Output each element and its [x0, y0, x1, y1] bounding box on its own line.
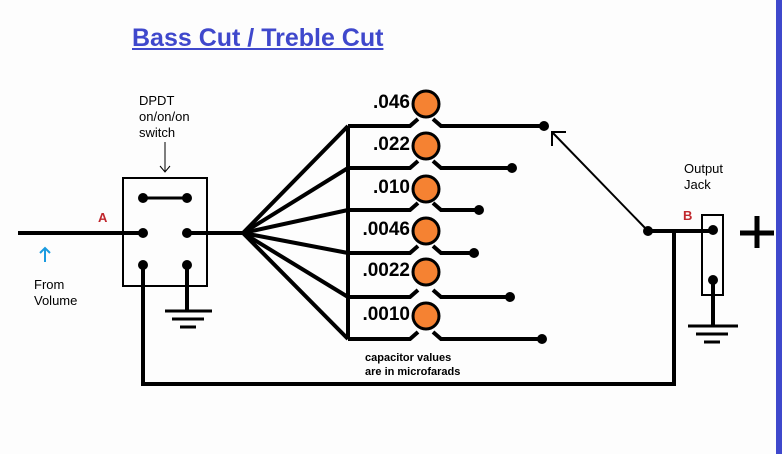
capacitor [411, 301, 441, 331]
note-line: capacitor values [365, 352, 452, 364]
capacitor-value-label: .0046 [362, 219, 410, 240]
capacitor-value-label: .0010 [362, 304, 410, 325]
capacitor-lead-out [431, 244, 474, 255]
capacitor [411, 257, 441, 287]
ground-icon [688, 324, 738, 344]
capacitor-lead-in [348, 330, 420, 341]
rotary-switch-terminal [539, 121, 549, 131]
fan-wire [241, 124, 350, 235]
capacitor-value-label: .022 [373, 134, 410, 155]
switch-label-line: DPDT [139, 93, 175, 108]
switch-terminal [182, 228, 192, 238]
capacitor-lead-out [431, 159, 512, 170]
rotary-switch-terminal [474, 205, 484, 215]
fan-wire [242, 208, 349, 235]
output-jack [701, 214, 724, 296]
switch-terminal [138, 228, 148, 238]
jack-sleeve-terminal [708, 275, 718, 285]
rotary-switch-terminal [505, 292, 515, 302]
capacitor-lead-out [431, 288, 510, 299]
capacitor-lead-in [348, 288, 420, 299]
capacitor-lead-out [431, 201, 479, 212]
capacitor-lead-in [348, 117, 420, 128]
fan-wire [241, 231, 350, 341]
rotary-switch-terminal [507, 163, 517, 173]
capacitor-note: capacitor values are in microfarads [365, 351, 460, 379]
point-a-label: A [98, 210, 108, 225]
bypass-wire [141, 231, 676, 386]
note-line: are in microfarads [365, 366, 461, 378]
capacitor [411, 216, 441, 246]
capacitor-value-label: .010 [373, 177, 410, 198]
switch-terminal [182, 260, 192, 270]
switch-label-line: switch [139, 125, 176, 140]
output-label-line: Jack [684, 177, 711, 192]
capacitor-lead-in [348, 201, 420, 212]
rotary-switch-terminal [469, 248, 479, 258]
switch-label-line: on/on/on [139, 109, 190, 124]
switch-terminal [138, 193, 148, 203]
capacitor-lead-out [431, 117, 544, 128]
capacitor-lead-out [431, 330, 542, 341]
fan-wire [242, 231, 349, 255]
dpdt-switch [122, 177, 208, 287]
point-b-label: B [683, 208, 693, 223]
switch-terminal [182, 193, 192, 203]
fan-wire [241, 166, 350, 235]
arrow-up-icon [39, 246, 51, 262]
input-label: From Volume [34, 277, 77, 309]
rotary-switch-terminal [537, 334, 547, 344]
capacitor-lead-in [348, 159, 420, 170]
capacitor [411, 131, 441, 161]
input-label-line: Volume [34, 293, 78, 308]
output-label-line: Output [684, 161, 724, 176]
fan-wire [241, 231, 350, 299]
capacitor-value-label: .046 [373, 92, 410, 113]
capacitor [411, 89, 441, 119]
capacitor [411, 174, 441, 204]
switch-terminal [138, 260, 148, 270]
switch-label: DPDT on/on/on switch [139, 93, 190, 141]
output-label: Output Jack [684, 161, 723, 193]
capacitor-value-label: .0022 [362, 260, 410, 281]
page-title: Bass Cut / Treble Cut [132, 24, 384, 52]
right-border [776, 0, 782, 454]
input-label-line: From [34, 277, 65, 292]
jack-tip-terminal [708, 225, 718, 235]
ground-icon [165, 309, 212, 329]
rotary-wiper-arrow [551, 131, 649, 232]
capacitor-lead-in [348, 244, 420, 255]
